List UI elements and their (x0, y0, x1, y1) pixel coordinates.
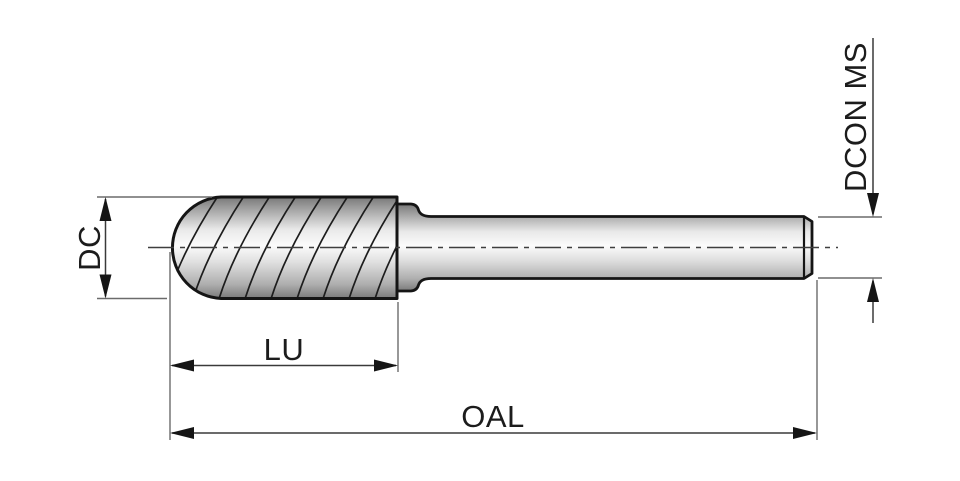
flute-line (321, 197, 377, 299)
flute-line (217, 197, 273, 299)
dimension-arrow-up (99, 197, 112, 221)
flute-line (347, 197, 397, 299)
dimension-arrow-left (170, 427, 194, 439)
flute-line (269, 197, 325, 299)
lu-label: LU (264, 332, 305, 367)
lu-dimension: LU (170, 332, 398, 372)
flute-line (295, 197, 351, 299)
dc-label: DC (72, 225, 107, 271)
head-outline (171, 195, 399, 300)
oal-label: OAL (461, 399, 525, 434)
dimension-arrow-down (867, 193, 879, 217)
dimension-arrow-left (170, 359, 194, 372)
dc-dimension: DC (72, 197, 112, 299)
dimension-arrow-right (374, 359, 398, 372)
dimension-arrow-up (867, 278, 879, 302)
oal-dimension: OAL (170, 399, 817, 439)
dimension-arrow-right (793, 427, 817, 439)
shank-body (395, 202, 814, 293)
flute-line (243, 197, 299, 299)
dimension-arrow-down (99, 274, 112, 299)
flute-line (172, 197, 221, 299)
dcon-dimension: DCON MS (838, 38, 879, 323)
dcon-ms-label: DCON MS (838, 42, 873, 192)
extension-lines (97, 196, 882, 440)
